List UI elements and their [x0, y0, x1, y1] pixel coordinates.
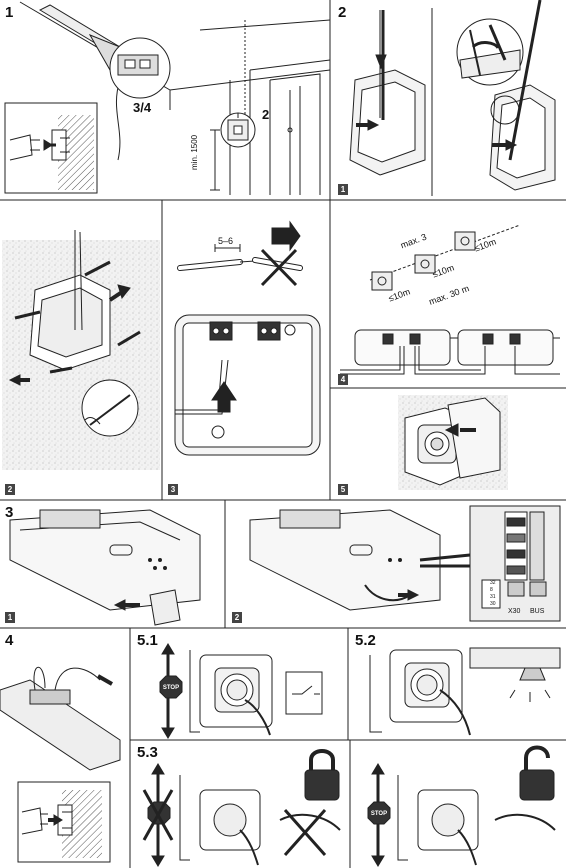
dip-label: 30	[490, 601, 496, 607]
distance-illustration	[340, 224, 560, 375]
terminal-label: X30	[508, 608, 521, 615]
dip-label: 32	[490, 580, 496, 586]
step-number: 5.1	[137, 632, 158, 649]
step-number: 4	[5, 632, 14, 649]
step-number: 1	[5, 4, 14, 21]
callout-label: 3/4	[133, 100, 152, 115]
sub-panel-badge: 2	[5, 484, 15, 495]
sub-panel-badge: 4	[338, 374, 348, 385]
step53-illustration	[142, 745, 556, 867]
dip-label: 31	[490, 594, 496, 600]
terminal-label: BUS	[530, 608, 545, 615]
sub-panel-badge: 1	[5, 612, 15, 623]
dip-label: 8	[490, 587, 493, 593]
step51-illustration	[159, 643, 323, 739]
step2-illustration	[349, 0, 556, 191]
height-label: min. 1500	[190, 134, 199, 170]
step3-illustration	[9, 505, 561, 626]
step-number: 5.3	[137, 744, 158, 761]
sub-panel-badge: 3	[168, 484, 178, 495]
wiring-illustration	[174, 220, 321, 456]
step4-illustration	[0, 666, 121, 863]
stop-sign-icon: STOP	[370, 811, 388, 817]
step1-illustration	[4, 1, 331, 195]
cover-illustration	[398, 395, 508, 490]
callout-label: 2	[262, 107, 270, 122]
step-number: 5.2	[355, 632, 376, 649]
strip-length-label: 5–6	[218, 236, 234, 246]
step52-illustration	[369, 647, 561, 736]
stop-sign-icon: STOP	[162, 685, 180, 691]
wall-mounting-illustration	[2, 230, 160, 470]
step-number: 2	[338, 4, 347, 21]
sub-panel-badge: 1	[338, 184, 348, 195]
sub-panel-badge: 5	[338, 484, 348, 495]
step-number: 3	[5, 504, 14, 521]
sub-panel-badge: 2	[232, 612, 242, 623]
